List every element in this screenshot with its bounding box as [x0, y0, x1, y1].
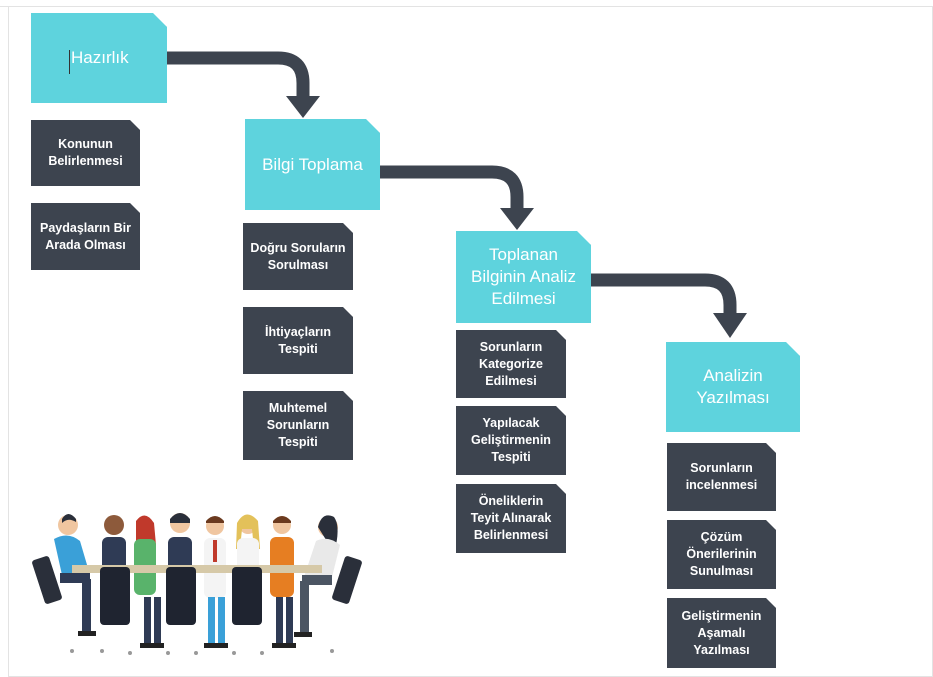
arrowhead-2 — [500, 208, 534, 230]
arrow-hazirlik-to-bilgi — [166, 51, 310, 98]
task-yapilacak-gelistirmenin-tespiti: Yapılacak Geliştirmenin Tespiti — [456, 406, 566, 475]
stage-label: Hazırlık — [71, 48, 129, 67]
task-paydaslarin-bir-arada-olmasi: Paydaşların Bir Arada Olması — [31, 203, 140, 270]
stage-hazirlik: Hazırlık — [31, 13, 167, 103]
task-gelistirmenin-asamali-yazilmasi: Geliştirmenin Aşamalı Yazılması — [667, 598, 776, 668]
arrowhead-1 — [286, 96, 320, 118]
stage-label: Bilgi Toplama — [262, 154, 363, 174]
task-dogru-sorularin-sorulmasi: Doğru Soruların Sorulması — [243, 223, 353, 290]
stage-label: Toplanan Bilginin Analiz Edilmesi — [471, 245, 576, 308]
frame-left-border — [8, 6, 9, 677]
stage-label: Analizin Yazılması — [696, 366, 770, 407]
stage-toplanan-bilginin-analiz-edilmesi: Toplanan Bilginin Analiz Edilmesi — [456, 231, 591, 323]
task-sorunlarin-incelenmesi: Sorunların incelenmesi — [667, 443, 776, 511]
stage-analizin-yazilmasi: Analizin Yazılması — [666, 342, 800, 432]
arrowhead-3 — [713, 313, 747, 338]
frame-top-border — [0, 6, 933, 7]
task-muhtemel-sorunlarin-tespiti: Muhtemel Sorunların Tespiti — [243, 391, 353, 460]
task-cozum-onerilerinin-sunulmasi: Çözüm Önerilerinin Sunulması — [667, 520, 776, 589]
task-konunun-belirlenmesi: Konunun Belirlenmesi — [31, 120, 140, 186]
task-sorunlarin-kategorize-edilmesi: Sorunların Kategorize Edilmesi — [456, 330, 566, 398]
task-oneliklerin-teyit-alinarak-belirlenmesi: Öneliklerin Teyit Alınarak Belirlenmesi — [456, 484, 566, 553]
arrow-bilgi-to-analiz — [380, 165, 524, 210]
text-cursor — [69, 50, 70, 74]
task-ihtiyaclarin-tespiti: İhtiyaçların Tespiti — [243, 307, 353, 374]
team-meeting-illustration — [32, 513, 362, 655]
stage-bilgi-toplama: Bilgi Toplama — [245, 119, 380, 210]
arrow-analiz-to-yazma — [590, 273, 737, 315]
